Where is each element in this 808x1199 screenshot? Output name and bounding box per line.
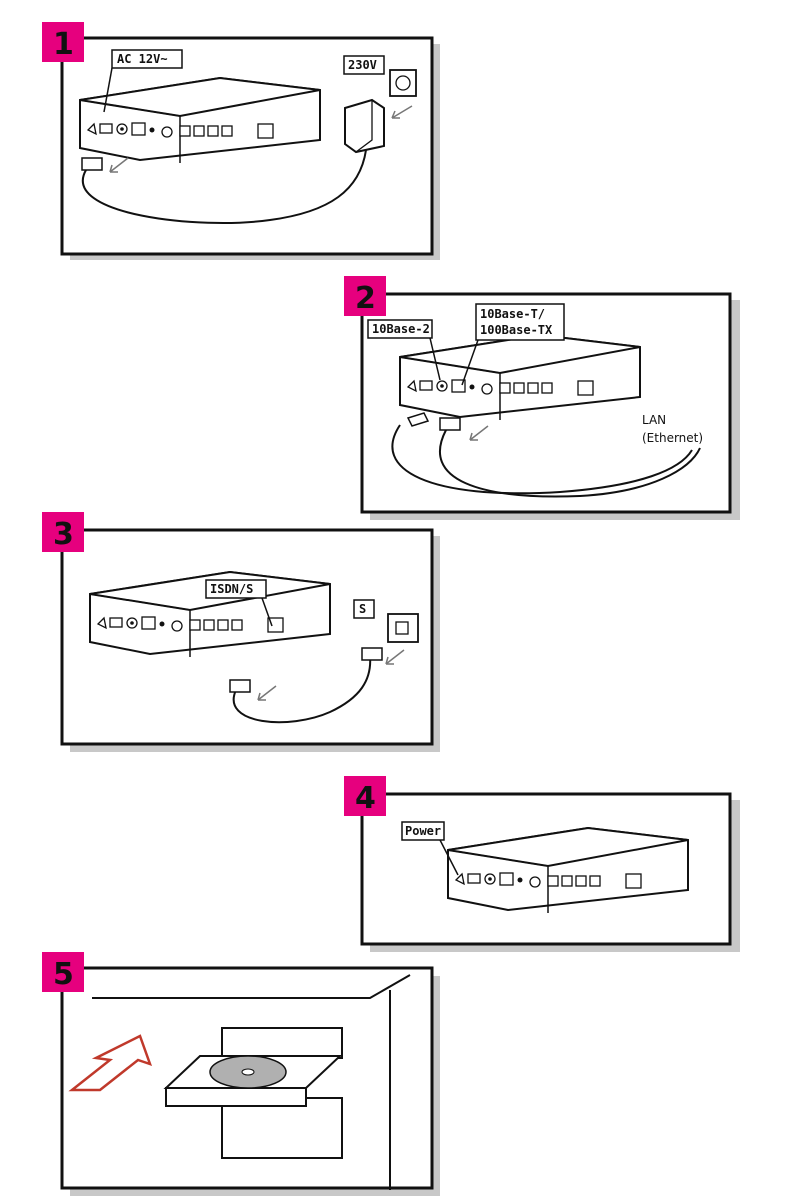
step-4-badge [344, 776, 386, 816]
power-label-box [401, 821, 445, 841]
bnc-connector-icon [406, 412, 430, 427]
step-5-badge [42, 952, 84, 992]
power-label: Power [405, 824, 441, 838]
ethernet-cable [439, 429, 701, 498]
insert-cd-arrow-icon [68, 1034, 153, 1092]
lan-label-line2: (Ethernet) [642, 431, 703, 445]
s-label: S [359, 602, 366, 616]
tp-pointer [461, 339, 479, 386]
step-3-panel: 3 ISDN/S S [42, 512, 440, 752]
rj45-plug-icon [439, 417, 461, 431]
ac-label-pointer [103, 67, 113, 113]
ac-label: AC 12V~ [117, 52, 168, 66]
s-label-box [353, 599, 375, 619]
coax-pointer [429, 337, 441, 381]
tp-label-line1: 10Base-T/ [480, 307, 545, 321]
step-2-panel: 2 10Base-2 10Base-T/ 100Base-TX LAN (Eth… [344, 276, 740, 520]
step-5-panel: 5 [42, 952, 440, 1196]
isdn-plug-icon-2 [361, 647, 383, 661]
insert-arrow-icon [385, 649, 405, 665]
drive-bay-icon [221, 1027, 343, 1059]
power-adapter-icon [344, 98, 385, 154]
tp-label-line2: 100Base-TX [480, 323, 553, 337]
ac-label-box [111, 49, 183, 69]
insert-arrow-icon [257, 685, 277, 701]
step-4-number: 4 [355, 781, 376, 816]
step-3-badge [42, 512, 84, 552]
coax-cable [391, 424, 693, 495]
drive-bay-lower [221, 1097, 343, 1159]
tp-label-box [475, 303, 565, 341]
step-4-panel: 4 Power [344, 776, 740, 952]
lan-label-line1: LAN [642, 413, 666, 427]
pc-case-top [92, 974, 411, 999]
isdn-label-box [205, 579, 267, 599]
step-1-badge [42, 22, 84, 62]
isdn-plug-icon [229, 679, 251, 693]
power-pointer [439, 839, 459, 876]
wall-socket-icon [389, 69, 417, 97]
plug-in-arrow-icon [391, 105, 413, 119]
isdn-label: ISDN/S [210, 582, 253, 596]
step-1-number: 1 [53, 27, 74, 62]
mains-label-box [343, 55, 385, 75]
step-5-number: 5 [53, 957, 74, 992]
isdn-pointer [261, 597, 273, 627]
step-2-number: 2 [355, 281, 376, 316]
insert-arrow-icon [469, 425, 489, 441]
step-3-number: 3 [53, 517, 74, 552]
insert-arrow-icon [109, 157, 129, 173]
isdn-cable [232, 655, 372, 724]
step-2-badge [344, 276, 386, 316]
dc-plug-icon [81, 157, 103, 171]
power-cable [82, 149, 367, 224]
step-1-panel: 1 AC 12V~ 230V [42, 22, 440, 260]
mains-label: 230V [348, 58, 377, 72]
coax-label: 10Base-2 [372, 322, 430, 336]
coax-label-box [367, 319, 433, 339]
